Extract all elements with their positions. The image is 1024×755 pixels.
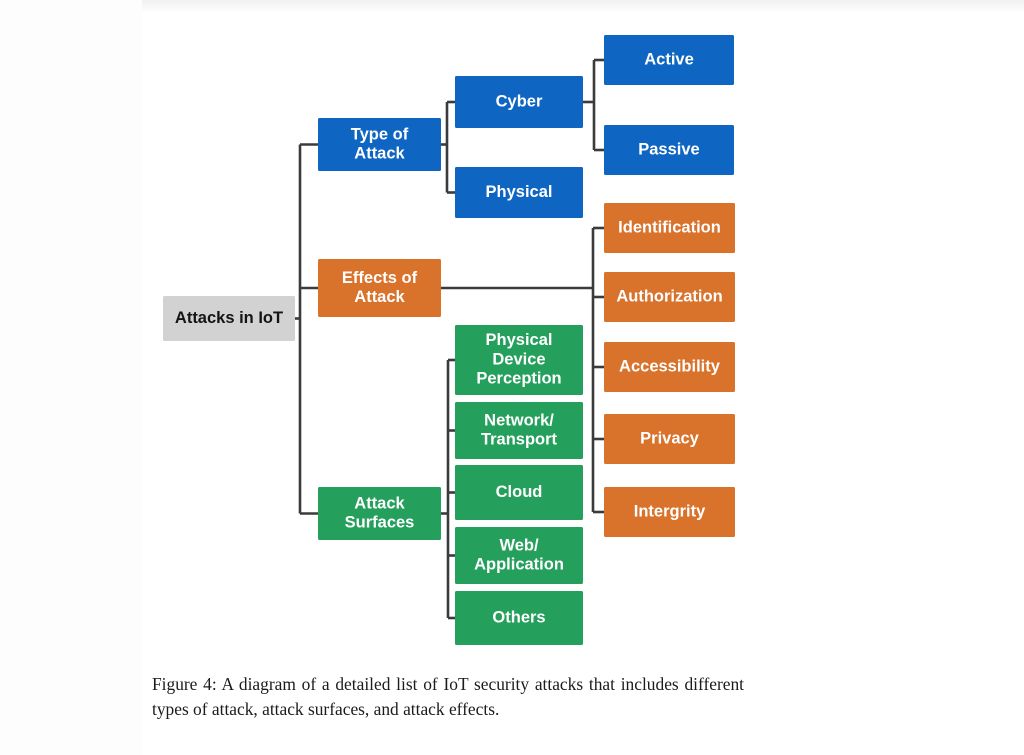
node-accessibility[interactable]: Accessibility (604, 342, 735, 392)
node-label-network-transport: Network/ (484, 411, 554, 429)
node-label-network-transport: Transport (481, 430, 558, 448)
node-label-accessibility: Accessibility (619, 357, 721, 375)
node-label-effects-of-attack: Effects of (342, 269, 418, 287)
node-active[interactable]: Active (604, 35, 734, 85)
node-label-type-of-attack: Attack (354, 144, 405, 162)
node-label-physical-device-perception: Perception (476, 369, 561, 387)
node-box-privacy (604, 414, 735, 464)
node-box-attack-surfaces (318, 487, 441, 540)
node-web-application[interactable]: Web/Application (455, 527, 583, 584)
node-label-intergrity: Intergrity (634, 502, 706, 520)
node-label-active: Active (644, 50, 694, 68)
node-box-physical (455, 167, 583, 218)
node-root[interactable]: Attacks in IoT (163, 296, 295, 341)
paper-top-band (142, 0, 1024, 14)
node-box-cloud (455, 465, 583, 520)
node-box-active (604, 35, 734, 85)
node-label-root: Attacks in IoT (175, 309, 283, 327)
node-others[interactable]: Others (455, 591, 583, 645)
node-label-effects-of-attack: Attack (354, 288, 405, 306)
figure-caption-text: A diagram of a detailed list of IoT secu… (152, 674, 744, 720)
node-label-attack-surfaces: Surfaces (345, 513, 415, 531)
node-box-passive (604, 125, 734, 175)
node-label-others: Others (492, 608, 545, 626)
node-network-transport[interactable]: Network/Transport (455, 402, 583, 459)
node-box-accessibility (604, 342, 735, 392)
node-label-physical-device-perception: Device (492, 350, 545, 368)
node-box-root (163, 296, 295, 341)
node-box-physical-device-perception (455, 325, 583, 395)
connectors-layer (295, 58, 604, 620)
node-label-web-application: Web/ (499, 536, 539, 554)
node-label-authorization: Authorization (616, 287, 722, 305)
node-box-authorization (604, 272, 735, 322)
node-box-identification (604, 203, 735, 253)
node-label-type-of-attack: Type of (351, 125, 409, 143)
node-label-attack-surfaces: Attack (354, 494, 405, 512)
node-label-physical-device-perception: Physical (486, 331, 553, 349)
node-intergrity[interactable]: Intergrity (604, 487, 735, 537)
node-box-web-application (455, 527, 583, 584)
node-label-identification: Identification (618, 218, 721, 236)
node-passive[interactable]: Passive (604, 125, 734, 175)
node-authorization[interactable]: Authorization (604, 272, 735, 322)
node-label-physical: Physical (486, 183, 553, 201)
node-identification[interactable]: Identification (604, 203, 735, 253)
node-box-type-of-attack (318, 118, 441, 171)
node-box-effects-of-attack (318, 259, 441, 317)
node-cloud[interactable]: Cloud (455, 465, 583, 520)
node-box-cyber (455, 76, 583, 128)
node-label-passive: Passive (638, 140, 699, 158)
figure-caption: Figure 4: A diagram of a detailed list o… (152, 672, 744, 722)
figure-number: Figure 4: (152, 674, 217, 694)
node-box-intergrity (604, 487, 735, 537)
node-label-privacy: Privacy (640, 429, 700, 447)
node-label-cloud: Cloud (496, 483, 543, 501)
node-label-web-application: Application (474, 555, 564, 573)
node-box-network-transport (455, 402, 583, 459)
node-label-cyber: Cyber (496, 92, 543, 110)
node-physical[interactable]: Physical (455, 167, 583, 218)
node-box-others (455, 591, 583, 645)
node-cyber[interactable]: Cyber (455, 76, 583, 128)
node-privacy[interactable]: Privacy (604, 414, 735, 464)
